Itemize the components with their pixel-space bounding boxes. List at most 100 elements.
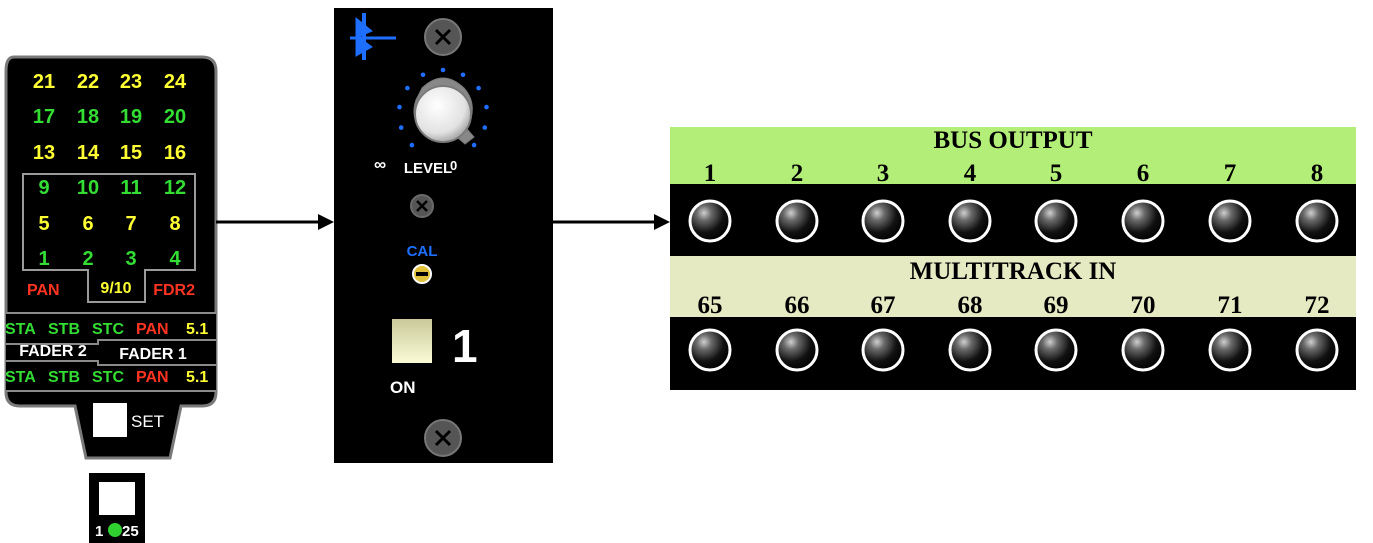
bus-output-jack-5-icon[interactable]	[1034, 199, 1078, 243]
fader2-option-sta[interactable]: STA	[5, 321, 36, 338]
jack-number-6: 6	[1137, 160, 1150, 187]
channel-select-15[interactable]: 15	[120, 142, 142, 164]
on-button[interactable]	[392, 319, 432, 363]
fader1-option-pan[interactable]: PAN	[136, 369, 169, 386]
fdr2-label[interactable]: FDR2	[153, 282, 195, 299]
jack-number-2: 2	[791, 160, 804, 187]
fader2-option-5-1[interactable]: 5.1	[186, 321, 208, 338]
channel-select-24[interactable]: 24	[164, 71, 187, 93]
fader2-options-row: STA STB STC PAN 5.1	[5, 321, 208, 338]
bus-output-band	[670, 127, 1356, 184]
multitrack-jack-70-icon[interactable]	[1121, 328, 1165, 372]
bus-output-jack-4-icon[interactable]	[948, 199, 992, 243]
jack-number-5: 5	[1050, 160, 1063, 187]
multitrack-jack-66-icon[interactable]	[775, 328, 819, 372]
jack-number-71: 71	[1218, 292, 1243, 319]
channel-select-5[interactable]: 5	[38, 213, 49, 235]
bottom-screw-icon	[424, 419, 462, 457]
channel-select-11[interactable]: 11	[120, 177, 141, 199]
fader-divider-bottom	[6, 360, 216, 366]
jack-number-65: 65	[698, 292, 723, 319]
channel-select-8[interactable]: 8	[169, 213, 180, 235]
multitrack-band	[670, 256, 1356, 317]
channel-number: 1	[452, 320, 478, 372]
jack-number-67: 67	[871, 292, 896, 319]
channel-select-3[interactable]: 3	[125, 248, 136, 270]
jack-number-69: 69	[1044, 292, 1069, 319]
set-button[interactable]	[93, 403, 127, 437]
mini-left-number: 1	[95, 523, 103, 540]
channel-select-4[interactable]: 4	[169, 248, 181, 270]
pair-label[interactable]: 9/10	[100, 280, 131, 297]
scale-dot	[420, 72, 426, 78]
fader-divider-top	[6, 339, 216, 345]
level-max-label: 0	[450, 158, 457, 173]
channel-select-17[interactable]: 17	[33, 106, 55, 128]
scale-dot	[398, 125, 404, 130]
multitrack-jacks	[688, 328, 1339, 372]
fader2-option-stc[interactable]: STC	[92, 321, 124, 338]
fader2-option-pan[interactable]: PAN	[136, 321, 169, 338]
channel-select-21[interactable]: 21	[33, 71, 55, 93]
channel-select-1[interactable]: 1	[38, 248, 49, 270]
channel-select-6[interactable]: 6	[82, 213, 93, 235]
cal-trim-icon[interactable]	[412, 264, 432, 284]
jack-number-8: 8	[1311, 160, 1324, 187]
bus-output-jack-6-icon[interactable]	[1121, 199, 1165, 243]
amplifier-symbol-icon	[350, 13, 396, 60]
channel-select-20[interactable]: 20	[164, 106, 186, 128]
fader1-options-row: STA STB STC PAN 5.1	[5, 369, 208, 386]
channel-select-12[interactable]: 12	[164, 177, 186, 199]
scale-dot	[440, 67, 446, 73]
channel-select-23[interactable]: 23	[120, 71, 142, 93]
fader1-option-5-1[interactable]: 5.1	[186, 369, 208, 386]
channel-select-9[interactable]: 9	[38, 177, 49, 199]
fader1-option-stc[interactable]: STC	[92, 369, 124, 386]
multitrack-title: MULTITRACK IN	[910, 258, 1117, 285]
level-scale-dots	[397, 67, 489, 148]
fader1-label: FADER 1	[119, 346, 187, 363]
channel-select-7[interactable]: 7	[125, 213, 136, 235]
pan-label[interactable]: PAN	[27, 282, 60, 299]
level-label: LEVEL	[404, 160, 452, 177]
mini-button-face[interactable]	[99, 482, 135, 515]
channel-select-16[interactable]: 16	[164, 142, 186, 164]
channel-select-10[interactable]: 10	[77, 177, 99, 199]
bus-output-jack-8-icon[interactable]	[1295, 199, 1339, 243]
fader2-option-stb[interactable]: STB	[48, 321, 80, 338]
scale-dot	[397, 104, 402, 110]
channel-select-14[interactable]: 14	[77, 142, 100, 164]
jack-number-70: 70	[1131, 292, 1156, 319]
channel-select-2[interactable]: 2	[82, 248, 93, 270]
top-screw-icon	[424, 18, 462, 56]
multitrack-jack-65-icon[interactable]	[688, 328, 732, 372]
fader1-option-sta[interactable]: STA	[5, 369, 36, 386]
bus-output-jack-1-icon[interactable]	[688, 199, 732, 243]
level-knob[interactable]	[413, 77, 475, 145]
multitrack-jack-68-icon[interactable]	[948, 328, 992, 372]
bus-output-jack-3-icon[interactable]	[861, 199, 905, 243]
fader1-option-stb[interactable]: STB	[48, 369, 80, 386]
bus-output-jack-2-icon[interactable]	[775, 199, 819, 243]
group-outline	[22, 173, 196, 303]
bus-output-jack-7-icon[interactable]	[1208, 199, 1252, 243]
multitrack-jack-69-icon[interactable]	[1034, 328, 1078, 372]
channel-select-13[interactable]: 13	[33, 142, 55, 164]
on-label: ON	[390, 378, 416, 397]
channel-select-22[interactable]: 22	[77, 71, 99, 93]
jack-number-1: 1	[704, 160, 717, 187]
multitrack-jack-67-icon[interactable]	[861, 328, 905, 372]
mini-select-button[interactable]: 1 25	[89, 473, 145, 543]
channel-select-18[interactable]: 18	[77, 106, 99, 128]
jack-number-72: 72	[1305, 292, 1330, 319]
cal-label: CAL	[407, 243, 438, 260]
scale-dot	[476, 85, 481, 91]
channel-select-19[interactable]: 19	[120, 106, 142, 128]
multitrack-jack-71-icon[interactable]	[1208, 328, 1252, 372]
multitrack-jack-72-icon[interactable]	[1295, 328, 1339, 372]
trim-screw-icon	[410, 194, 434, 218]
bus-output-jacks	[688, 199, 1339, 243]
jack-number-3: 3	[877, 160, 890, 187]
